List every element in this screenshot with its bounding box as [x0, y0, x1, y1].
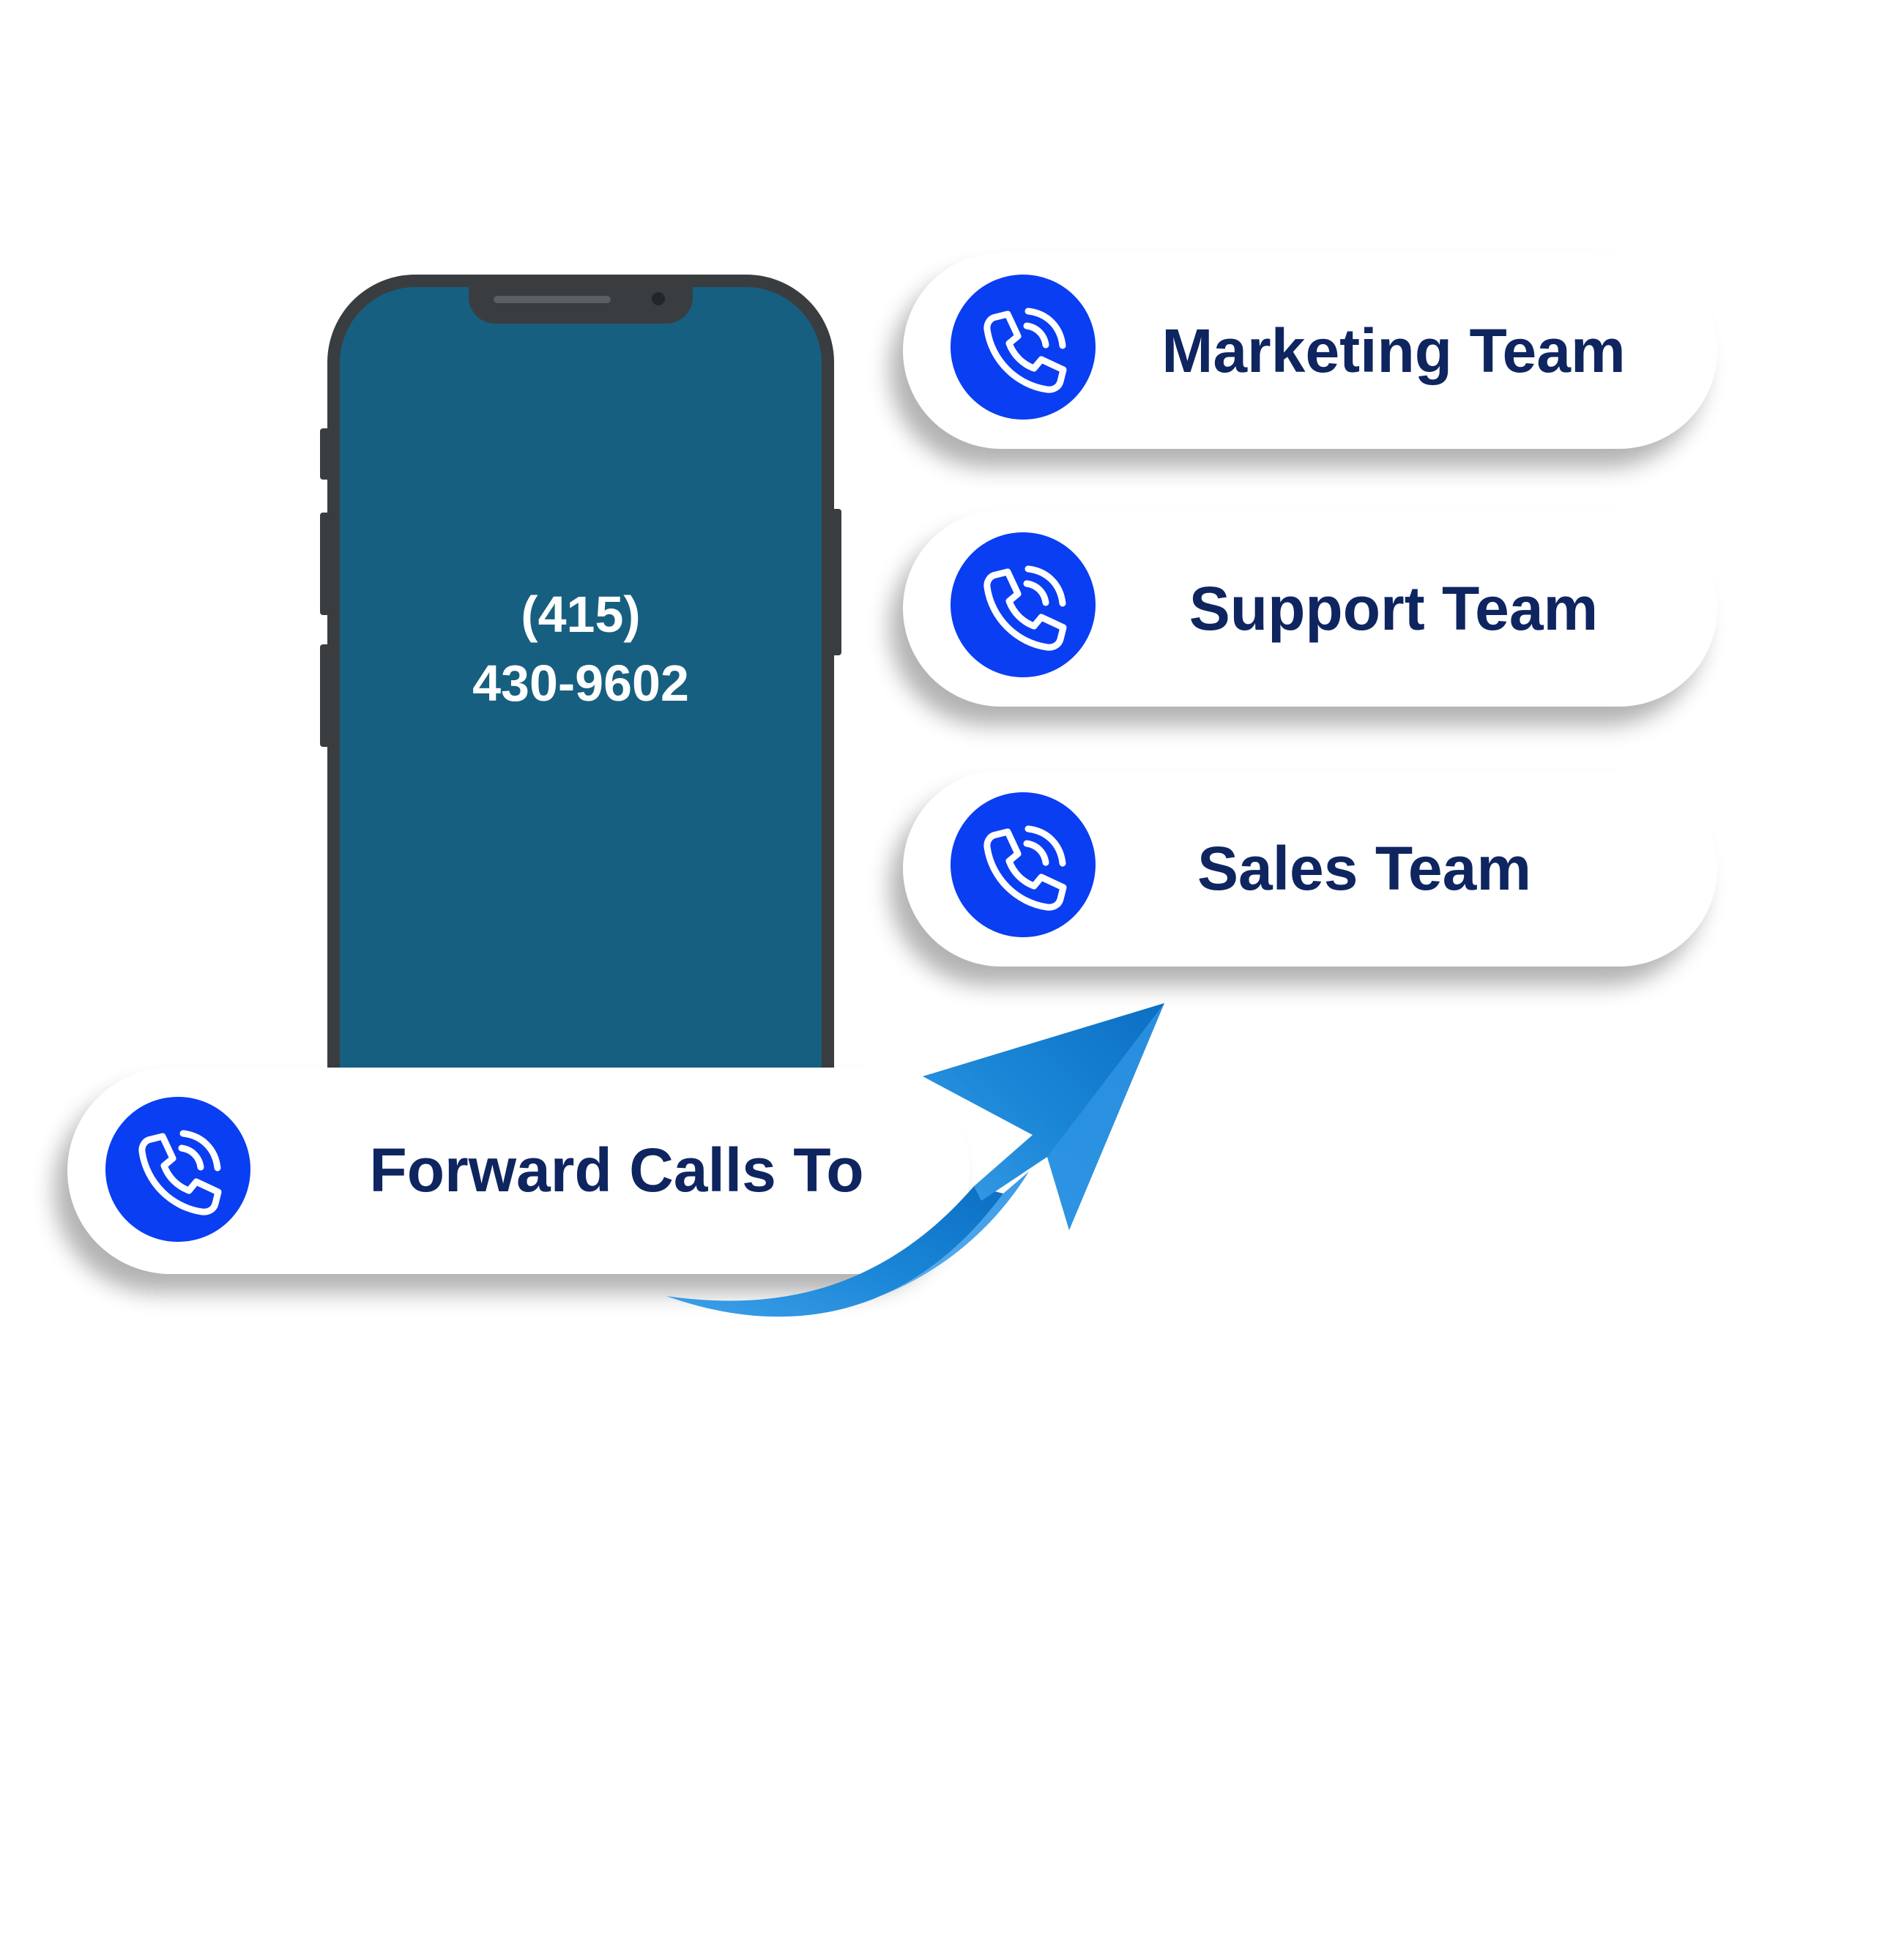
- camera-icon: [652, 292, 665, 305]
- phone-call-icon: [951, 275, 1096, 420]
- phone-speaker: [494, 296, 611, 303]
- arrow-head-facet: [1047, 1003, 1164, 1230]
- phone-call-icon: [105, 1097, 250, 1242]
- arrow-head: [923, 1003, 1164, 1230]
- team-label: Marketing Team: [1161, 316, 1626, 385]
- phone-mute-switch: [320, 428, 330, 480]
- phone-number-local: 430-9602: [472, 655, 689, 712]
- phone-call-icon-glyph: [983, 825, 1067, 911]
- team-label: Sales Team: [1197, 834, 1532, 903]
- phone-call-icon-glyph: [983, 565, 1067, 651]
- arrow-shaft: [666, 1186, 1003, 1317]
- phone-volume-up-button: [320, 513, 330, 615]
- phone-number: (415) 430-9602: [340, 580, 822, 718]
- team-label: Support Team: [1189, 574, 1599, 643]
- team-pill-support[interactable]: Support Team: [903, 510, 1717, 707]
- phone-call-icon-glyph: [983, 308, 1067, 393]
- team-pill-marketing[interactable]: Marketing Team: [903, 253, 1717, 449]
- team-pill-sales[interactable]: Sales Team: [903, 770, 1717, 967]
- phone-screen: (415) 430-9602: [340, 287, 822, 1073]
- forward-calls-label: Forward Calls To: [369, 1136, 864, 1204]
- phone-call-icon-glyph: [138, 1130, 222, 1215]
- curved-arrow-icon: [666, 1003, 1164, 1317]
- phone-call-icon: [951, 792, 1096, 937]
- phone-power-button: [831, 509, 841, 655]
- phone-call-icon: [951, 532, 1096, 677]
- smartphone: (415) 430-9602: [320, 275, 841, 1073]
- phone-notch: [469, 287, 693, 324]
- forward-calls-pill[interactable]: Forward Calls To: [67, 1068, 970, 1274]
- phone-volume-down-button: [320, 644, 330, 747]
- phone-number-area-code: (415): [521, 586, 641, 643]
